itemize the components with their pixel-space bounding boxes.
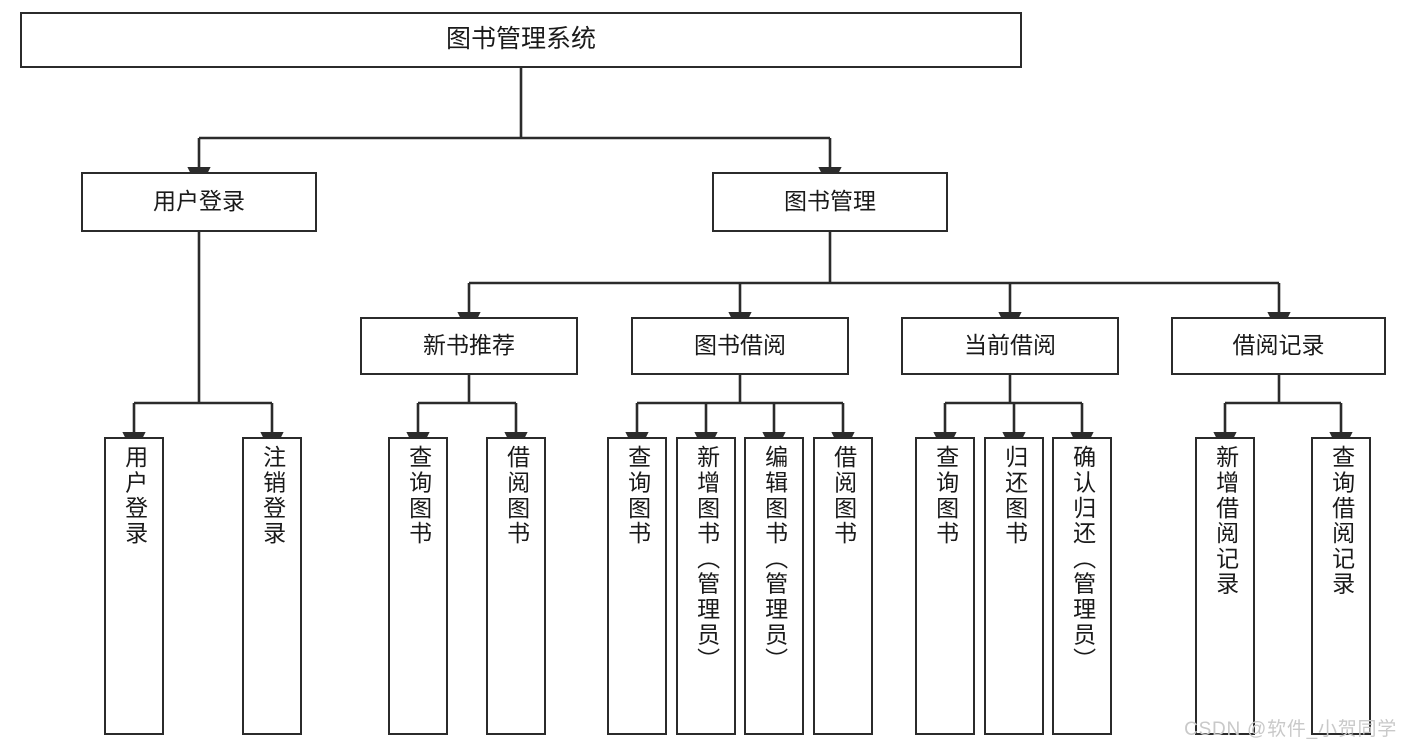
node-label: 用户登录	[121, 445, 148, 547]
node-leaf_q_book_3[interactable]: 查询图书	[915, 437, 975, 735]
node-root[interactable]: 图书管理系统	[20, 12, 1022, 68]
node-leaf_borrow_2[interactable]: 借阅图书	[813, 437, 873, 735]
node-label: 借阅记录	[1232, 332, 1325, 359]
node-book_borrow[interactable]: 图书借阅	[631, 317, 849, 375]
node-borrow_record[interactable]: 借阅记录	[1171, 317, 1386, 375]
node-leaf_return[interactable]: 归还图书	[984, 437, 1044, 735]
node-leaf_confirm[interactable]: 确认归还（管理员）	[1052, 437, 1112, 735]
node-label: 图书管理	[784, 188, 876, 215]
node-leaf_logout[interactable]: 注销登录	[242, 437, 302, 735]
node-leaf_q_rec[interactable]: 查询借阅记录	[1311, 437, 1371, 735]
node-label: 借阅图书	[830, 445, 857, 547]
node-leaf_user_login[interactable]: 用户登录	[104, 437, 164, 735]
node-label: 注销登录	[259, 445, 286, 547]
node-user_login[interactable]: 用户登录	[81, 172, 317, 232]
node-current_borrow[interactable]: 当前借阅	[901, 317, 1119, 375]
node-label: 查询图书	[624, 445, 651, 547]
node-label: 查询图书	[405, 445, 432, 547]
node-label: 图书管理系统	[445, 25, 596, 54]
node-label: 确认归还（管理员）	[1069, 445, 1096, 673]
node-label: 查询图书	[932, 445, 959, 547]
node-new_book_rec[interactable]: 新书推荐	[360, 317, 578, 375]
node-leaf_borrow_1[interactable]: 借阅图书	[486, 437, 546, 735]
node-leaf_q_book_1[interactable]: 查询图书	[388, 437, 448, 735]
node-book_mgmt[interactable]: 图书管理	[712, 172, 948, 232]
watermark-text: CSDN @软件_小贺同学	[1184, 719, 1397, 740]
node-label: 图书借阅	[694, 332, 786, 359]
node-label: 新增借阅记录	[1212, 445, 1239, 597]
node-leaf_add_book[interactable]: 新增图书（管理员）	[676, 437, 736, 735]
node-label: 查询借阅记录	[1328, 445, 1355, 597]
node-label: 新增图书（管理员）	[693, 445, 720, 673]
node-label: 新书推荐	[423, 332, 515, 359]
node-label: 归还图书	[1001, 445, 1028, 547]
node-label: 用户登录	[153, 188, 245, 215]
node-label: 借阅图书	[503, 445, 530, 547]
node-leaf_q_book_2[interactable]: 查询图书	[607, 437, 667, 735]
node-leaf_add_rec[interactable]: 新增借阅记录	[1195, 437, 1255, 735]
node-label: 当前借阅	[964, 332, 1056, 359]
node-leaf_edit_book[interactable]: 编辑图书（管理员）	[744, 437, 804, 735]
node-label: 编辑图书（管理员）	[761, 445, 788, 673]
